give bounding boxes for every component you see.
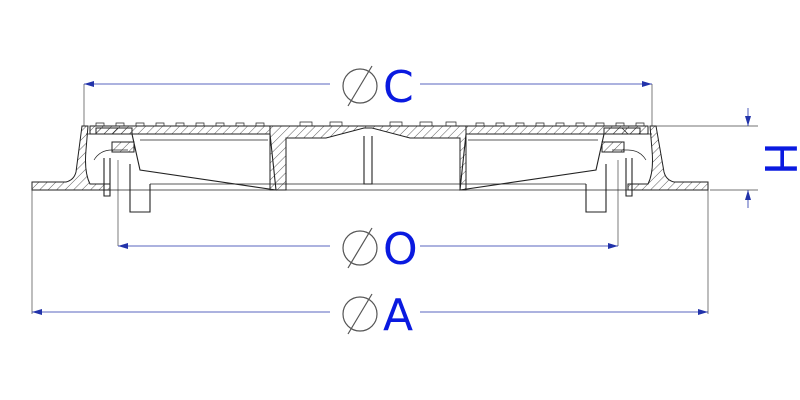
label-h: H <box>754 142 800 175</box>
frame-right <box>585 125 709 213</box>
diameter-icon <box>342 293 378 335</box>
cover-underside <box>95 127 641 191</box>
surface-pattern <box>95 121 645 126</box>
diameter-icon <box>342 65 378 107</box>
label-c: C <box>383 62 414 113</box>
label-o: O <box>383 224 418 275</box>
dimension-a: A <box>31 190 709 341</box>
dimension-o: O <box>117 160 619 275</box>
dimension-h: H <box>655 108 800 208</box>
label-a: A <box>383 290 413 341</box>
dimension-c: C <box>83 62 653 126</box>
cover-plate <box>89 121 649 191</box>
diameter-icon <box>342 227 378 269</box>
frame-left <box>31 125 151 213</box>
